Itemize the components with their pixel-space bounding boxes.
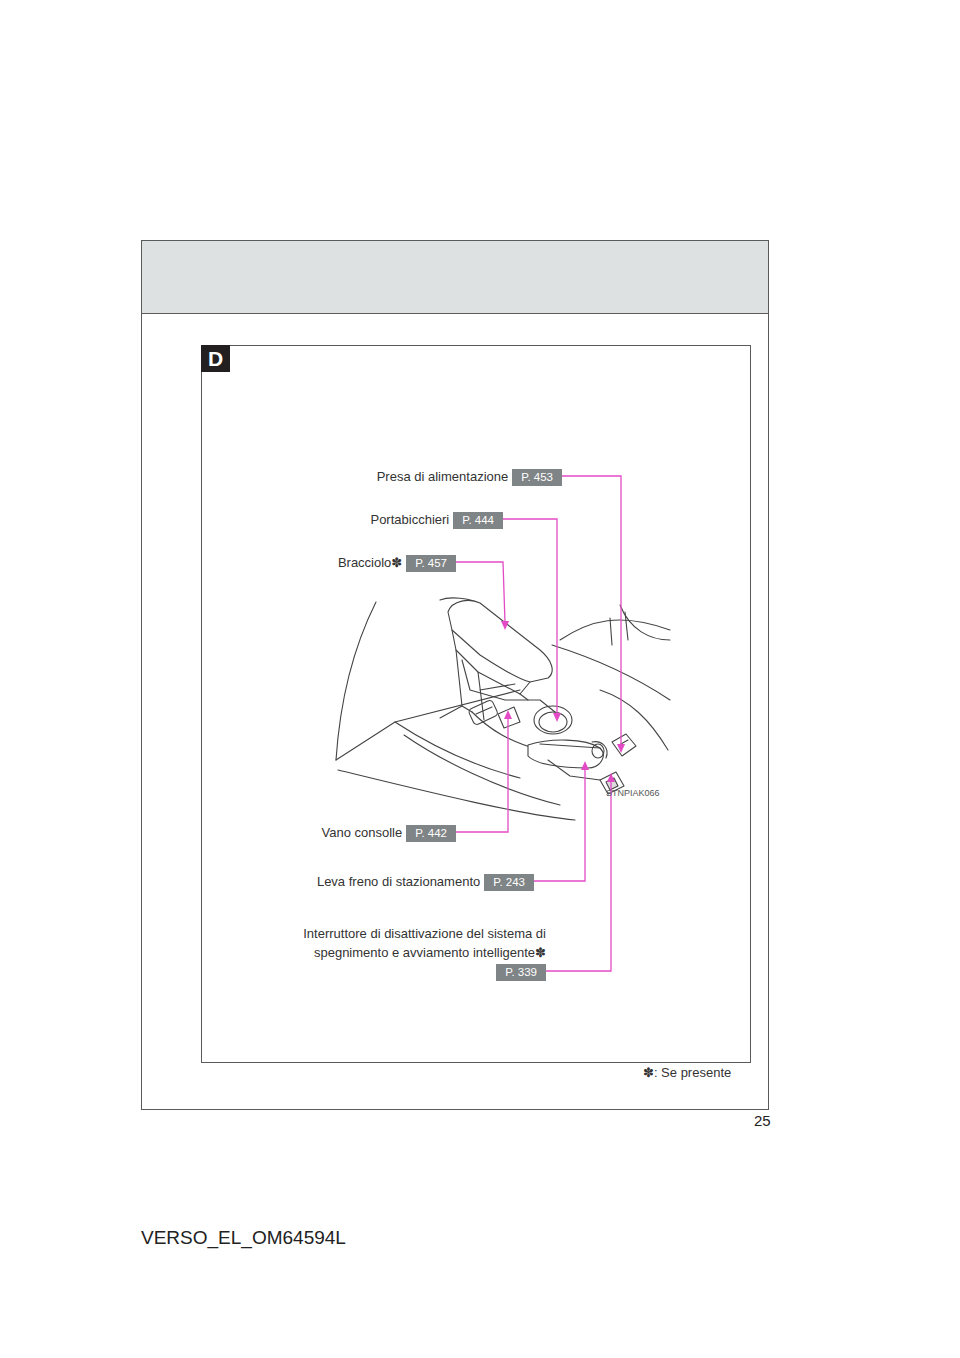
section-frame <box>202 346 751 1063</box>
figure-code: STNPIAK066 <box>606 788 660 798</box>
label-row: Vano consolle P. 442 <box>322 823 456 842</box>
page-reference-box: P. 243 <box>484 874 534 891</box>
console-illustration <box>336 598 670 820</box>
part-name: Vano consolle <box>322 825 403 840</box>
label-row: Bracciolo✽ P. 457 <box>338 553 456 572</box>
page-reference: P. 444 <box>462 514 494 526</box>
page-reference: P. 339 <box>505 966 537 978</box>
label-row: Portabicchieri P. 444 <box>370 510 503 529</box>
label-row: Presa di alimentazione P. 453 <box>377 467 562 486</box>
page-reference-box: P. 444 <box>453 512 503 529</box>
page-frame <box>142 241 769 1110</box>
page-reference-box: P. 453 <box>512 469 562 486</box>
page-reference-box: P. 457 <box>406 555 456 572</box>
leader-arrowheads <box>501 621 625 782</box>
document-code: VERSO_EL_OM64594L <box>141 1227 346 1249</box>
page-reference-box: P. 442 <box>406 825 456 842</box>
page-reference-box: P. 339 <box>496 964 546 981</box>
label-row: Interruttore di disattivazione del siste… <box>274 924 546 981</box>
header-band <box>142 241 769 314</box>
section-letter: D <box>208 347 223 370</box>
part-name: Interruttore di disattivazione del siste… <box>303 926 546 960</box>
part-name: Leva freno di stazionamento <box>317 874 480 889</box>
part-name: Bracciolo✽ <box>338 555 402 570</box>
page-reference: P. 453 <box>521 471 553 483</box>
leader-lines <box>456 476 621 971</box>
footnote: ✽: Se presente <box>643 1065 731 1080</box>
part-name: Portabicchieri <box>370 512 449 527</box>
page-reference: P. 457 <box>415 557 447 569</box>
part-name: Presa di alimentazione <box>377 469 509 484</box>
page-reference: P. 243 <box>493 876 525 888</box>
label-row: Leva freno di stazionamento P. 243 <box>317 872 534 891</box>
section-tab: D <box>201 345 230 372</box>
page-number: 25 <box>754 1112 771 1129</box>
page-reference: P. 442 <box>415 827 447 839</box>
